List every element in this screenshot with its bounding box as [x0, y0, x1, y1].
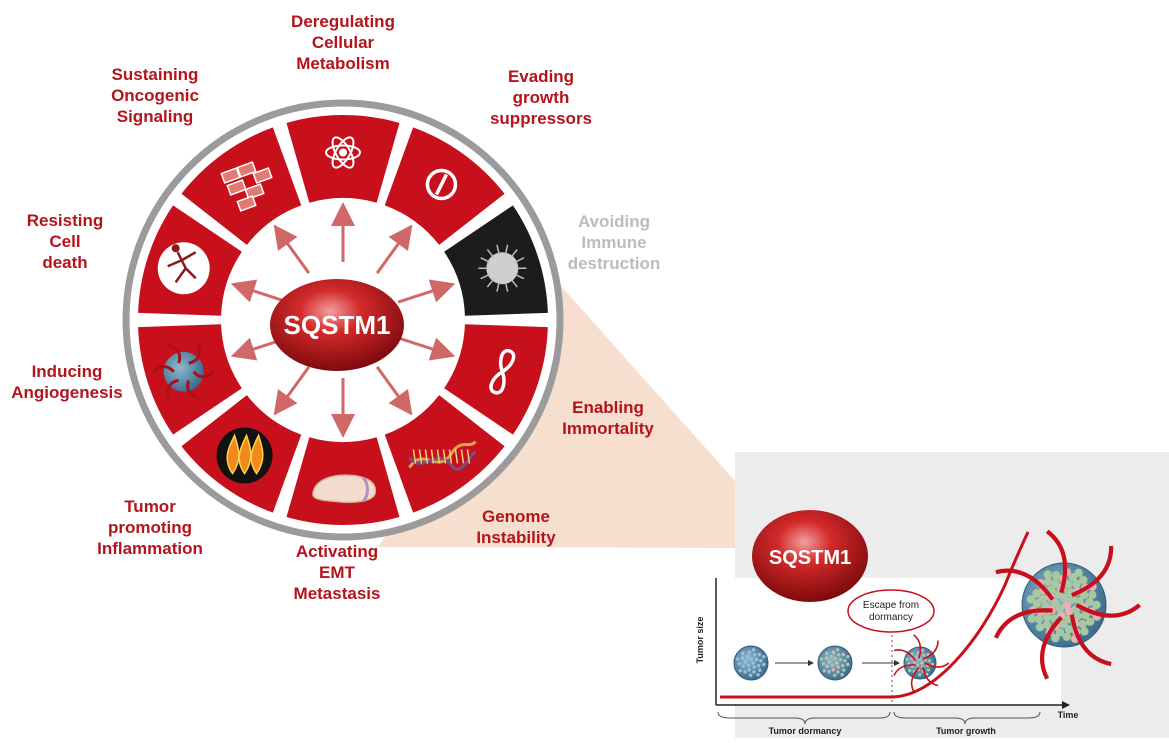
hallmark-label-immune-destruction: Avoiding Immune destruction: [567, 212, 661, 273]
radial-arrow: [375, 366, 413, 416]
growth-bracket: [893, 711, 1041, 725]
hallmark-label-oncogenic-signaling: Sustaining Oncogenic Signaling: [111, 65, 199, 126]
hallmark-segment: [444, 324, 548, 435]
vascularized-tumor-icon: [152, 344, 215, 400]
tissue-icon: [312, 474, 377, 503]
phase-dormancy-label: Tumor dormancy: [769, 726, 842, 736]
immune-cell-icon: [478, 244, 527, 292]
sqstm1-zoom-oval: [752, 510, 868, 602]
hallmark-icons: [152, 128, 527, 503]
dormancy-bracket: [717, 711, 891, 725]
hallmark-segment: [384, 127, 505, 245]
y-axis-label: Tumor size: [695, 617, 705, 664]
sqstm1-oval: [270, 279, 404, 371]
escaping-tumor-icon: [893, 634, 950, 692]
hallmark-label-cell-death: Resisting Cell death: [26, 211, 104, 272]
sqstm1-center-label: SQSTM1: [284, 310, 391, 340]
radial-arrow: [375, 224, 413, 274]
tumor-stages: [733, 529, 1141, 692]
radial-arrow: [273, 224, 311, 274]
radial-arrow: [397, 336, 456, 361]
flame-icon: [216, 427, 273, 484]
skeleton-icon: [157, 242, 210, 295]
progression-arrow-2-head-icon: [894, 660, 900, 666]
progression-arrow-1-head-icon: [808, 660, 814, 666]
atom-icon: [319, 128, 367, 177]
hallmark-label-angiogenesis: Inducing Angiogenesis: [11, 362, 123, 402]
dormant-tumor-icon: [733, 645, 769, 681]
radial-arrow: [273, 366, 311, 416]
hallmark-label-metabolism: Deregulating Cellular Metabolism: [291, 12, 395, 73]
tumor-growth-curve: [720, 531, 1030, 699]
sqstm1-zoom-label: SQSTM1: [769, 547, 851, 569]
hallmark-label-genome-instability: Genome Instability: [476, 507, 556, 547]
x-axis-arrow-icon: [1062, 701, 1070, 709]
hallmark-label-growth-suppressors: Evading growth suppressors: [489, 67, 593, 128]
hallmark-label-immortality: Enabling Immortality: [562, 398, 654, 438]
phase-growth-label: Tumor growth: [936, 726, 996, 736]
infinity-icon: [489, 348, 516, 395]
dna-icon: [408, 440, 477, 471]
bricks-icon: [220, 161, 273, 212]
hallmark-label-emt-metastasis: Activating EMT Metastasis: [293, 542, 381, 603]
vascularized-large-tumor-icon: [993, 529, 1141, 680]
hallmark-label-inflammation: Tumor promoting Inflammation: [97, 497, 203, 558]
prohibition-icon: [425, 168, 458, 201]
x-axis-label: Time: [1058, 710, 1079, 720]
radial-arrow: [230, 279, 289, 304]
radial-arrow: [397, 279, 456, 304]
speckled-tumor-icon: [817, 645, 853, 681]
escape-callout-oval: [847, 589, 935, 633]
